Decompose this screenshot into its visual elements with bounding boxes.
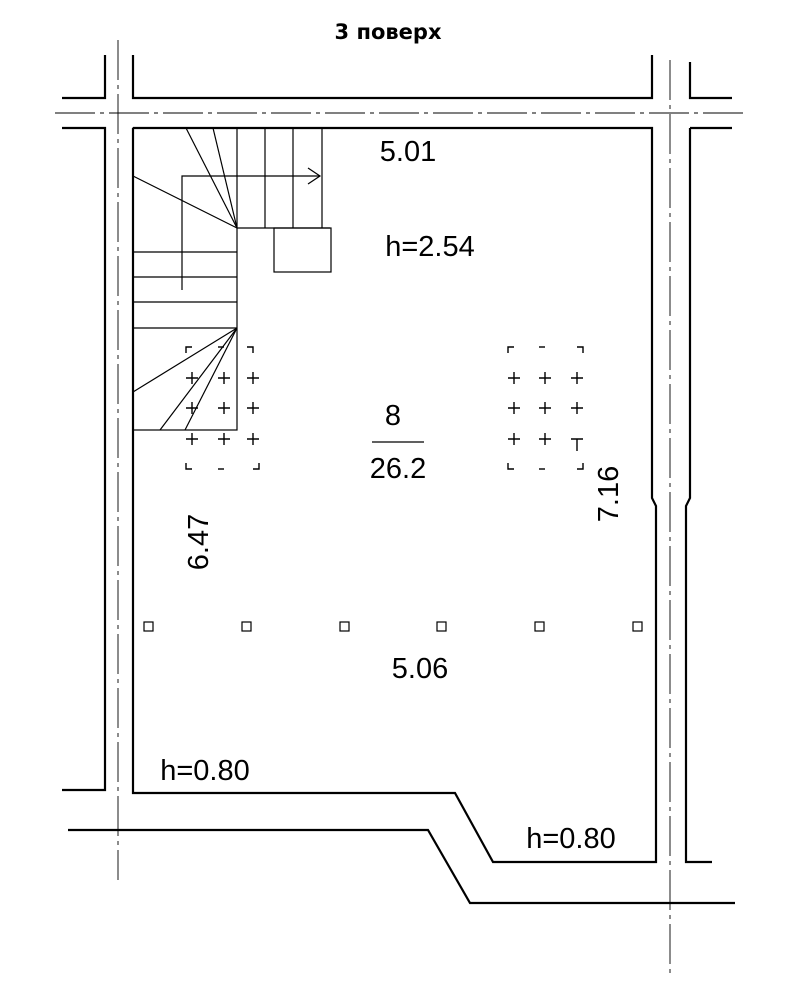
- top-width-dimension: 5.01: [380, 136, 436, 168]
- fixture-right: [507, 346, 584, 470]
- room-number: 8: [385, 400, 401, 432]
- slope-markers: [143, 621, 643, 632]
- bottom-right-height-label: h=0.80: [526, 823, 616, 855]
- outer-walls: [62, 55, 735, 905]
- staircase: [132, 127, 332, 431]
- bottom-width-dimension: 5.06: [392, 653, 448, 685]
- main-height-label: h=2.54: [385, 231, 475, 263]
- fixture-left: [185, 346, 260, 470]
- page-title: 3 поверх: [334, 20, 442, 44]
- left-length-dimension: 6.47: [183, 514, 215, 570]
- bottom-left-height-label: h=0.80: [160, 755, 250, 787]
- axis-lines: [55, 40, 748, 975]
- right-length-dimension: 7.16: [593, 466, 625, 522]
- room-area: 26.2: [370, 453, 426, 485]
